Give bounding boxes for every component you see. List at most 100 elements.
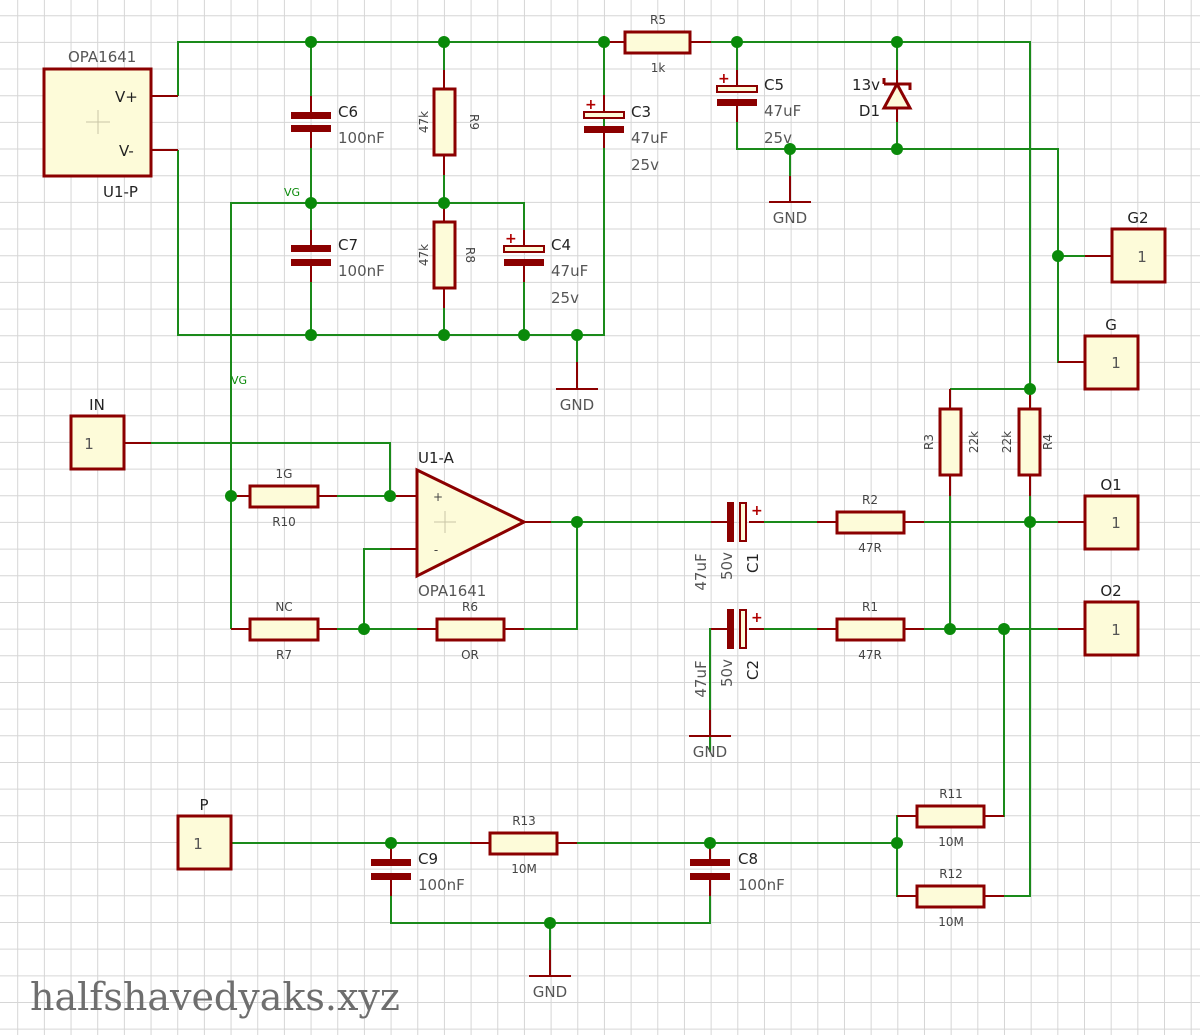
- u1p-opamp-power[interactable]: OPA1641 U1-P V+ V-: [42, 48, 178, 201]
- junction-dot: [384, 490, 396, 502]
- net-label-vg-2: VG: [231, 374, 247, 387]
- r2-value: 47R: [858, 541, 882, 555]
- r3-ref: R3: [922, 434, 936, 450]
- d1-ref: D1: [859, 102, 880, 120]
- junction-dot: [944, 623, 956, 635]
- junction-dot: [731, 36, 743, 48]
- u1a-pin-plus: +: [433, 490, 443, 504]
- gnd-label-3: GND: [693, 743, 727, 761]
- watermark: halfshavedyaks.xyz: [30, 975, 400, 1019]
- ground-symbol-4: GND: [529, 950, 571, 1001]
- junction-dot: [891, 837, 903, 849]
- capacitor-c8[interactable]: C8 100nF: [690, 843, 785, 896]
- r5-value: 1k: [651, 61, 666, 75]
- connector-g[interactable]: G 1: [1058, 316, 1140, 391]
- junction-dot: [1024, 516, 1036, 528]
- in-ref: IN: [89, 396, 105, 414]
- r4-value: 22k: [1000, 431, 1014, 453]
- u1p-pin-vplus: V+: [115, 88, 138, 106]
- c1-plus-mark: +: [751, 503, 763, 519]
- resistor-r6[interactable]: R6 OR: [417, 600, 524, 662]
- capacitor-c2[interactable]: + 47uF 50v C2: [692, 609, 764, 698]
- r6-value: OR: [461, 648, 479, 662]
- junction-dot: [305, 197, 317, 209]
- junction-dot: [784, 143, 796, 155]
- junction-dot: [891, 143, 903, 155]
- ground-symbol-2: GND: [769, 176, 811, 227]
- capacitor-c6[interactable]: C6 100nF: [291, 96, 385, 148]
- r9-ref: R9: [467, 114, 481, 130]
- resistor-r5[interactable]: R5 1k: [604, 13, 711, 75]
- junction-dot: [544, 917, 556, 929]
- net-label-vg: VG: [284, 186, 300, 199]
- u1a-ref: U1-A: [418, 449, 455, 467]
- resistor-r2[interactable]: R2 47R: [817, 493, 924, 555]
- resistor-r11[interactable]: R11 10M: [897, 787, 1004, 849]
- resistor-r3[interactable]: R3 22k: [922, 389, 981, 496]
- r3-value: 22k: [967, 431, 981, 453]
- c4-plus-mark: +: [505, 231, 517, 247]
- wire-vg: [230, 202, 525, 629]
- resistor-r7[interactable]: NC R7: [231, 600, 337, 662]
- capacitor-c7[interactable]: C7 100nF: [291, 230, 385, 282]
- u1a-pin-minus: -: [434, 543, 438, 557]
- junction-dot: [438, 197, 450, 209]
- resistor-r1[interactable]: R1 47R: [817, 600, 924, 662]
- capacitor-c5[interactable]: + C5 47uF 25v: [716, 70, 801, 147]
- junction-dot: [1052, 250, 1064, 262]
- junction-dot: [571, 516, 583, 528]
- p-ref: P: [199, 796, 208, 814]
- capacitor-c3[interactable]: + C3 47uF 25v: [583, 95, 668, 174]
- o1-pin: 1: [1111, 514, 1121, 532]
- junction-dot: [598, 36, 610, 48]
- in-pin: 1: [84, 435, 94, 453]
- r4-ref: R4: [1041, 434, 1055, 450]
- resistor-r13[interactable]: R13 10M: [470, 814, 577, 876]
- c7-ref: C7: [338, 236, 358, 254]
- capacitor-c1[interactable]: + 47uF 50v C1: [692, 502, 764, 591]
- u1p-ref: U1-P: [103, 183, 138, 201]
- g2-ref: G2: [1127, 209, 1148, 227]
- zener-diode-d1[interactable]: 13v D1: [852, 70, 913, 122]
- c2-voltage: 50v: [718, 659, 736, 687]
- ground-symbol-3: GND: [689, 710, 731, 761]
- resistor-r10[interactable]: 1G R10: [231, 467, 337, 529]
- capacitor-c4[interactable]: + C4 47uF 25v: [503, 230, 588, 307]
- connector-o2[interactable]: O2 1: [1058, 582, 1140, 657]
- r11-value: 10M: [938, 835, 964, 849]
- resistor-r9[interactable]: 47k R9: [417, 70, 481, 175]
- r8-ref: R8: [463, 247, 477, 263]
- c4-value: 47uF: [551, 262, 588, 280]
- connector-p[interactable]: P 1: [176, 796, 233, 871]
- resistor-r8[interactable]: 47k R8: [417, 205, 477, 308]
- opamp-u1a[interactable]: + - U1-A OPA1641: [390, 449, 551, 600]
- c5-ref: C5: [764, 76, 784, 94]
- junction-dot: [305, 329, 317, 341]
- resistor-r12[interactable]: R12 10M: [897, 867, 1004, 929]
- r10-value: 1G: [276, 467, 293, 481]
- r1-value: 47R: [858, 648, 882, 662]
- c3-voltage: 25v: [631, 156, 659, 174]
- junction-dot: [305, 36, 317, 48]
- r9-value: 47k: [417, 111, 431, 133]
- capacitor-c9[interactable]: C9 100nF: [371, 843, 465, 896]
- r1-ref: R1: [862, 600, 878, 614]
- c2-ref: C2: [744, 660, 762, 680]
- junction-dot: [438, 36, 450, 48]
- connector-in[interactable]: IN 1: [69, 396, 151, 471]
- g-pin: 1: [1111, 354, 1121, 372]
- junction-dot: [571, 329, 583, 341]
- r11-ref: R11: [939, 787, 963, 801]
- r8-value: 47k: [417, 244, 431, 266]
- c9-value: 100nF: [418, 876, 465, 894]
- c3-plus-mark: +: [585, 97, 597, 113]
- u1p-pin-vminus: V-: [119, 142, 134, 160]
- resistor-r4[interactable]: 22k R4: [1000, 389, 1055, 496]
- connector-o1[interactable]: O1 1: [1058, 476, 1140, 551]
- junction-dot: [385, 837, 397, 849]
- connector-g2[interactable]: G2 1: [1085, 209, 1167, 284]
- junction-dots: [225, 36, 1064, 929]
- c4-ref: C4: [551, 236, 571, 254]
